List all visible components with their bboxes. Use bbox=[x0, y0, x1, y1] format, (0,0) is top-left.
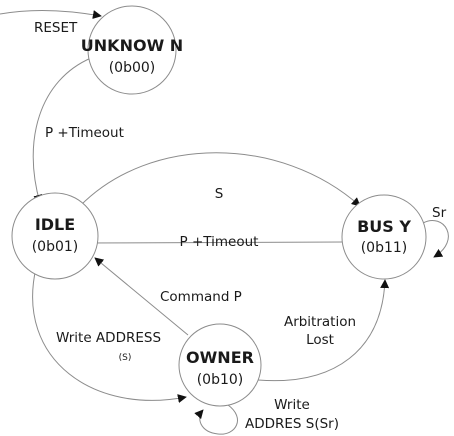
label-owner-to-busy-2: Lost bbox=[306, 332, 334, 348]
edge-busy-self-loop bbox=[422, 220, 449, 258]
edge-owner-to-busy bbox=[257, 279, 390, 382]
label-idle-to-owner: Write ADDRESS bbox=[56, 330, 161, 346]
edge-idle-to-busy bbox=[79, 152, 361, 207]
edge-reset bbox=[0, 9, 102, 20]
label-owner-to-busy-1: Arbitration bbox=[284, 314, 356, 330]
edge-owner-to-idle bbox=[94, 257, 189, 336]
state-idle: IDLE (0b01) bbox=[11, 192, 99, 280]
state-owner-code: (0b10) bbox=[197, 372, 244, 388]
label-owner-self-1: Write bbox=[274, 397, 310, 413]
edge-busy-to-idle bbox=[79, 238, 346, 248]
label-idle-to-busy: S bbox=[215, 186, 224, 202]
state-unknown-name: UNKNOW N bbox=[81, 36, 183, 55]
label-idle-to-owner-sub: (S) bbox=[119, 353, 132, 363]
edge-unknown-to-idle bbox=[32, 57, 92, 204]
state-unknown-code: (0b00) bbox=[109, 60, 156, 76]
state-owner: OWNER (0b10) bbox=[178, 323, 262, 407]
state-unknown: UNKNOW N (0b00) bbox=[81, 5, 183, 95]
state-busy-name: BUS Y bbox=[357, 217, 411, 236]
state-busy-code: (0b11) bbox=[361, 240, 408, 256]
label-busy-to-idle: P +Timeout bbox=[180, 234, 259, 250]
label-owner-self-2: ADDRES S(Sr) bbox=[245, 416, 339, 432]
label-busy-self: Sr bbox=[432, 205, 447, 221]
label-owner-to-idle: Command P bbox=[160, 289, 242, 305]
label-reset: RESET bbox=[34, 20, 78, 36]
state-idle-code: (0b01) bbox=[32, 239, 79, 255]
state-idle-name: IDLE bbox=[35, 215, 75, 234]
state-busy: BUS Y (0b11) bbox=[341, 194, 427, 280]
edge-owner-self-loop bbox=[194, 404, 238, 435]
state-owner-name: OWNER bbox=[186, 348, 254, 367]
label-unknown-to-idle: P +Timeout bbox=[45, 125, 124, 141]
edge-idle-to-owner bbox=[32, 267, 187, 403]
